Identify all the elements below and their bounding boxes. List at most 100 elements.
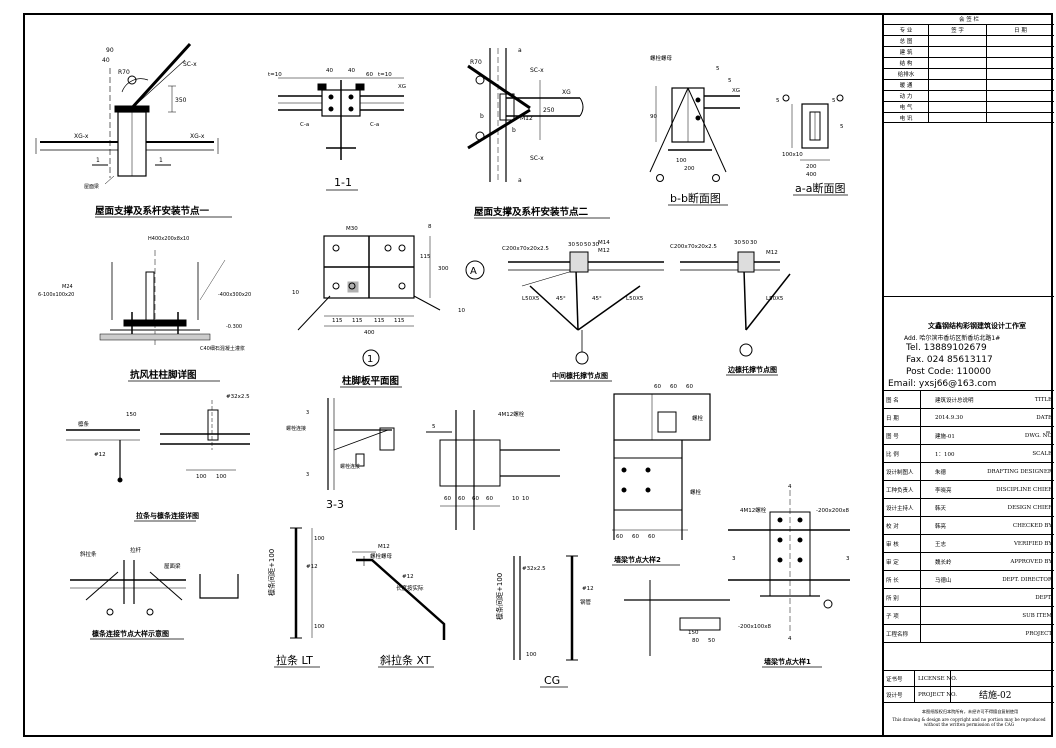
drawing-tie-connection-sketch [70,560,239,616]
label: L50X5 [766,296,784,302]
axis-label: A [470,266,477,277]
label: 300 [438,266,449,272]
info-label-en: CHECKED BY [1012,522,1052,529]
label: XG [398,84,406,90]
sign-row: 总 图 [884,35,1054,46]
label: 150 [126,412,137,418]
info-label-en: SCALE [1032,450,1052,457]
sign-cell[interactable] [928,47,986,57]
sign-cell[interactable] [928,91,986,101]
license-value[interactable] [950,671,1054,686]
info-label: 日 期 [886,415,899,422]
info-label-en: DESIGN CHIEF [1007,504,1052,511]
info-value[interactable]: 魏长岭 [920,553,990,570]
sign-cell[interactable] [928,102,986,112]
sign-row: 结 构 [884,57,1054,68]
label: SC-x [183,61,197,68]
label: 400 [806,172,817,178]
sign-row-label: 电 气 [899,105,913,111]
date-cell[interactable] [986,69,1054,79]
info-value[interactable]: 韩亮 [920,517,990,534]
sign-col-signature: 签 字 [928,25,986,35]
info-value[interactable]: 马德山 [920,571,990,588]
label: 1 [159,157,163,164]
drawing-title: 檩条连接节点大样示意图 [92,629,169,638]
sign-cell[interactable] [928,58,986,68]
date-cell[interactable] [986,58,1054,68]
label: 80 [692,638,699,644]
date-cell[interactable] [986,80,1054,90]
info-value[interactable]: 建施-01 [920,427,990,444]
info-value[interactable]: 李晓亮 [920,481,990,498]
label: 40 [348,68,355,74]
label: 60 [670,384,677,390]
email[interactable]: Email: yxsj66@163.com [888,379,997,389]
label: 100 [314,536,325,542]
label: 10 [458,308,465,314]
sign-cell[interactable] [928,80,986,90]
label: 100 [196,474,207,480]
info-label-en: TITLE [1034,396,1052,403]
info-label: 审 定 [886,559,899,566]
info-value[interactable] [920,607,990,624]
label: 60 [654,384,661,390]
label: 50 [742,240,749,246]
info-value[interactable]: 王志 [920,535,990,552]
label: #32x2.5 [522,566,546,572]
info-label-en: PROJECT [1025,630,1052,637]
info-label: 设计主持人 [886,505,914,512]
label: 100 [216,474,227,480]
drawing-title: 屋面支撑及系杆安装节点二 [474,206,589,218]
drawing-mid-bracket-node [508,251,664,365]
sign-cell[interactable] [928,69,986,79]
drawing-title: 边檩托撑节点图 [727,365,777,374]
label: 10 [522,496,529,502]
label: SC-x [530,67,544,74]
label: L50X5 [626,296,644,302]
sign-cell[interactable] [928,113,986,122]
label: #12 [94,452,106,458]
drawing-cg-rod [513,555,578,661]
date-cell[interactable] [986,102,1054,112]
sheet-border [23,13,1053,737]
label: 60 [472,496,479,502]
sign-row-label: 给排水 [897,72,915,78]
circle-label: 1 [367,354,373,365]
date-cell[interactable] [986,47,1054,57]
info-value[interactable]: 朱德 [920,463,990,480]
info-label-en: DEPT. [1035,594,1052,601]
label: 3 [306,472,309,478]
label: -200x100x8 [738,624,771,630]
label: #32x2.5 [226,394,250,400]
drawing-roof-brace-node-2 [467,48,584,182]
label: #12 [306,564,318,570]
project-label: 设计号 [886,692,903,699]
info-value[interactable]: 2014.9.30 [920,409,990,426]
info-value[interactable]: 1：100 [920,445,990,462]
date-cell[interactable] [986,113,1054,122]
date-cell[interactable] [986,91,1054,101]
label: 115 [352,318,363,324]
sign-cell[interactable] [928,36,986,46]
sign-row: 动 力 [884,90,1054,101]
info-value[interactable]: 建筑设计总说明 [920,391,990,408]
info-value[interactable] [920,625,990,642]
info-label-en: DRAFTING DESIGNER [987,468,1052,475]
label: 8 [428,224,432,230]
license-row: 证书号 LICENSE NO. [884,670,1054,686]
license-label: 证书号 [886,676,903,683]
label: b [512,127,516,134]
info-label-en: DISCIPLINE CHIEF [996,486,1052,493]
sign-header-row: 会 签 栏 [884,14,1054,24]
info-value[interactable] [920,589,990,606]
info-label: 审 核 [886,541,899,548]
date-cell[interactable] [986,36,1054,46]
copyright-row: 本图纸版权归本院所有，未经许可不得擅自复制使用 This drawing & d… [884,702,1054,736]
label: C200x70x20x2.5 [670,244,717,250]
label: 3 [846,556,850,562]
label: R70 [118,69,130,76]
info-value[interactable]: 韩天 [920,499,990,516]
